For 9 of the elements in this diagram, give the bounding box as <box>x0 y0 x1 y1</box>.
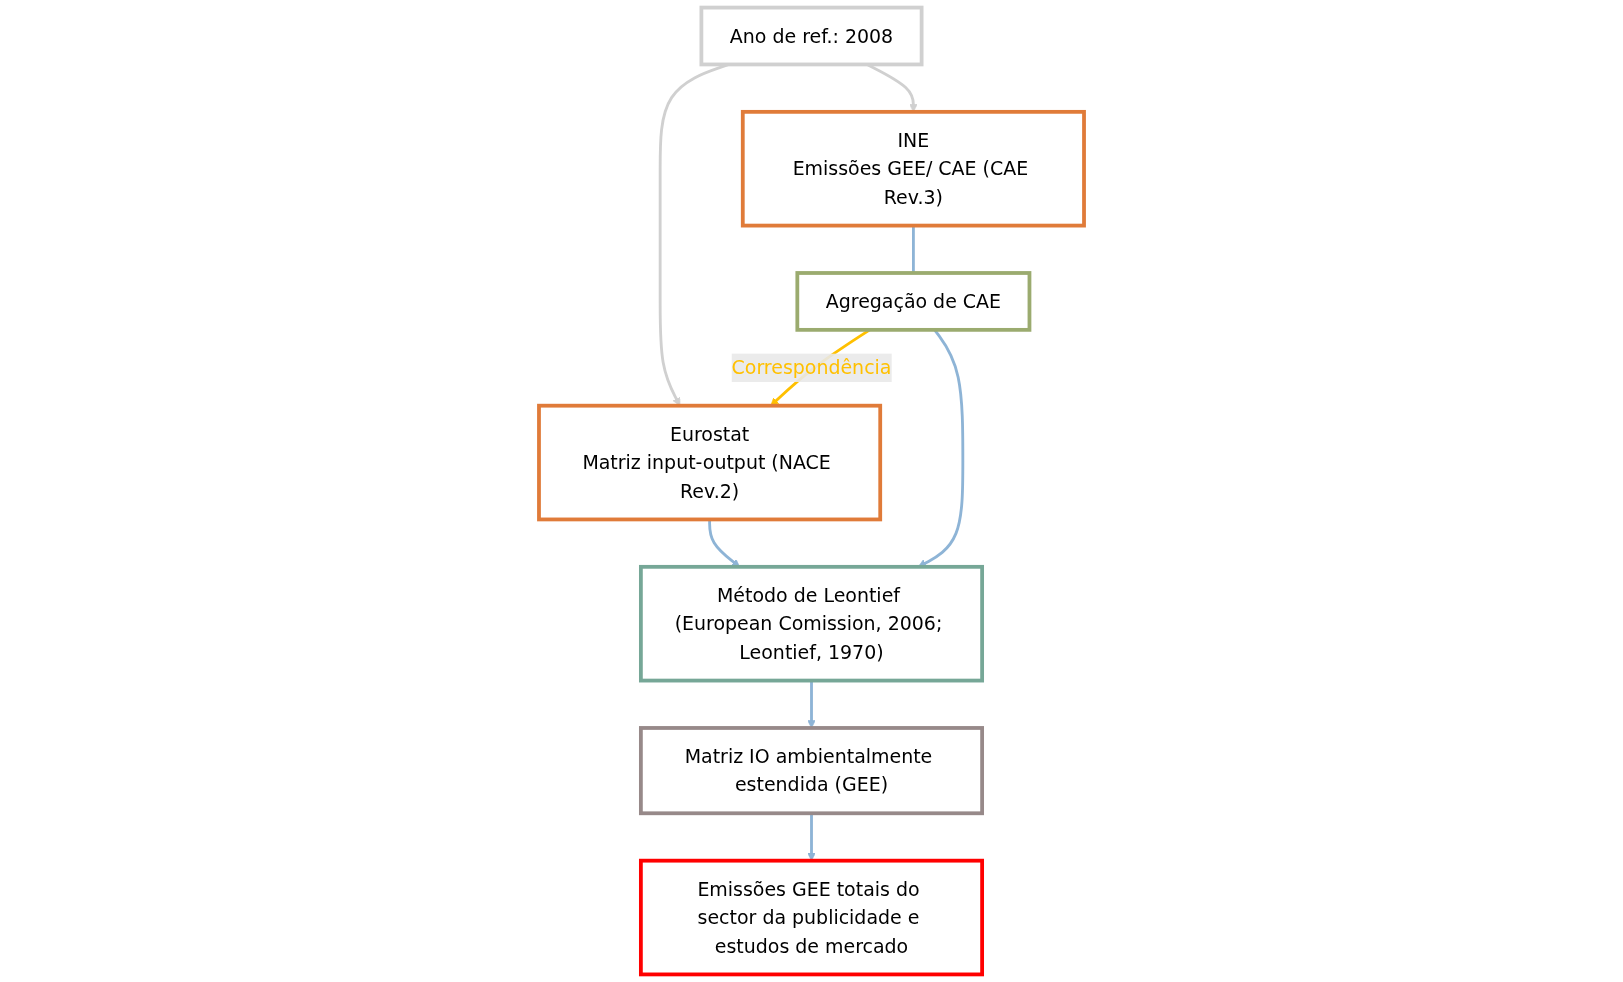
node-box: Eurostat Matriz input-output (NACE Rev.2) <box>537 403 883 522</box>
edge-label: Correspondência <box>731 356 892 380</box>
connector <box>912 225 915 273</box>
node-box: Matriz IO ambientalmente estendida (GEE) <box>639 726 984 816</box>
node-box: Agregação de CAE <box>795 271 1032 332</box>
node-box: Emissões GEE totais do sector da publicidade e estudos de mercado <box>639 858 984 977</box>
node-box: Ano de ref.: 2008 <box>699 5 924 67</box>
node-box: Método de Leontief (European Comission, 2006; Leontief, 1970) <box>639 564 984 683</box>
node-box: INE Emissões GEE/ CAE (CAE Rev.3) <box>740 109 1086 228</box>
